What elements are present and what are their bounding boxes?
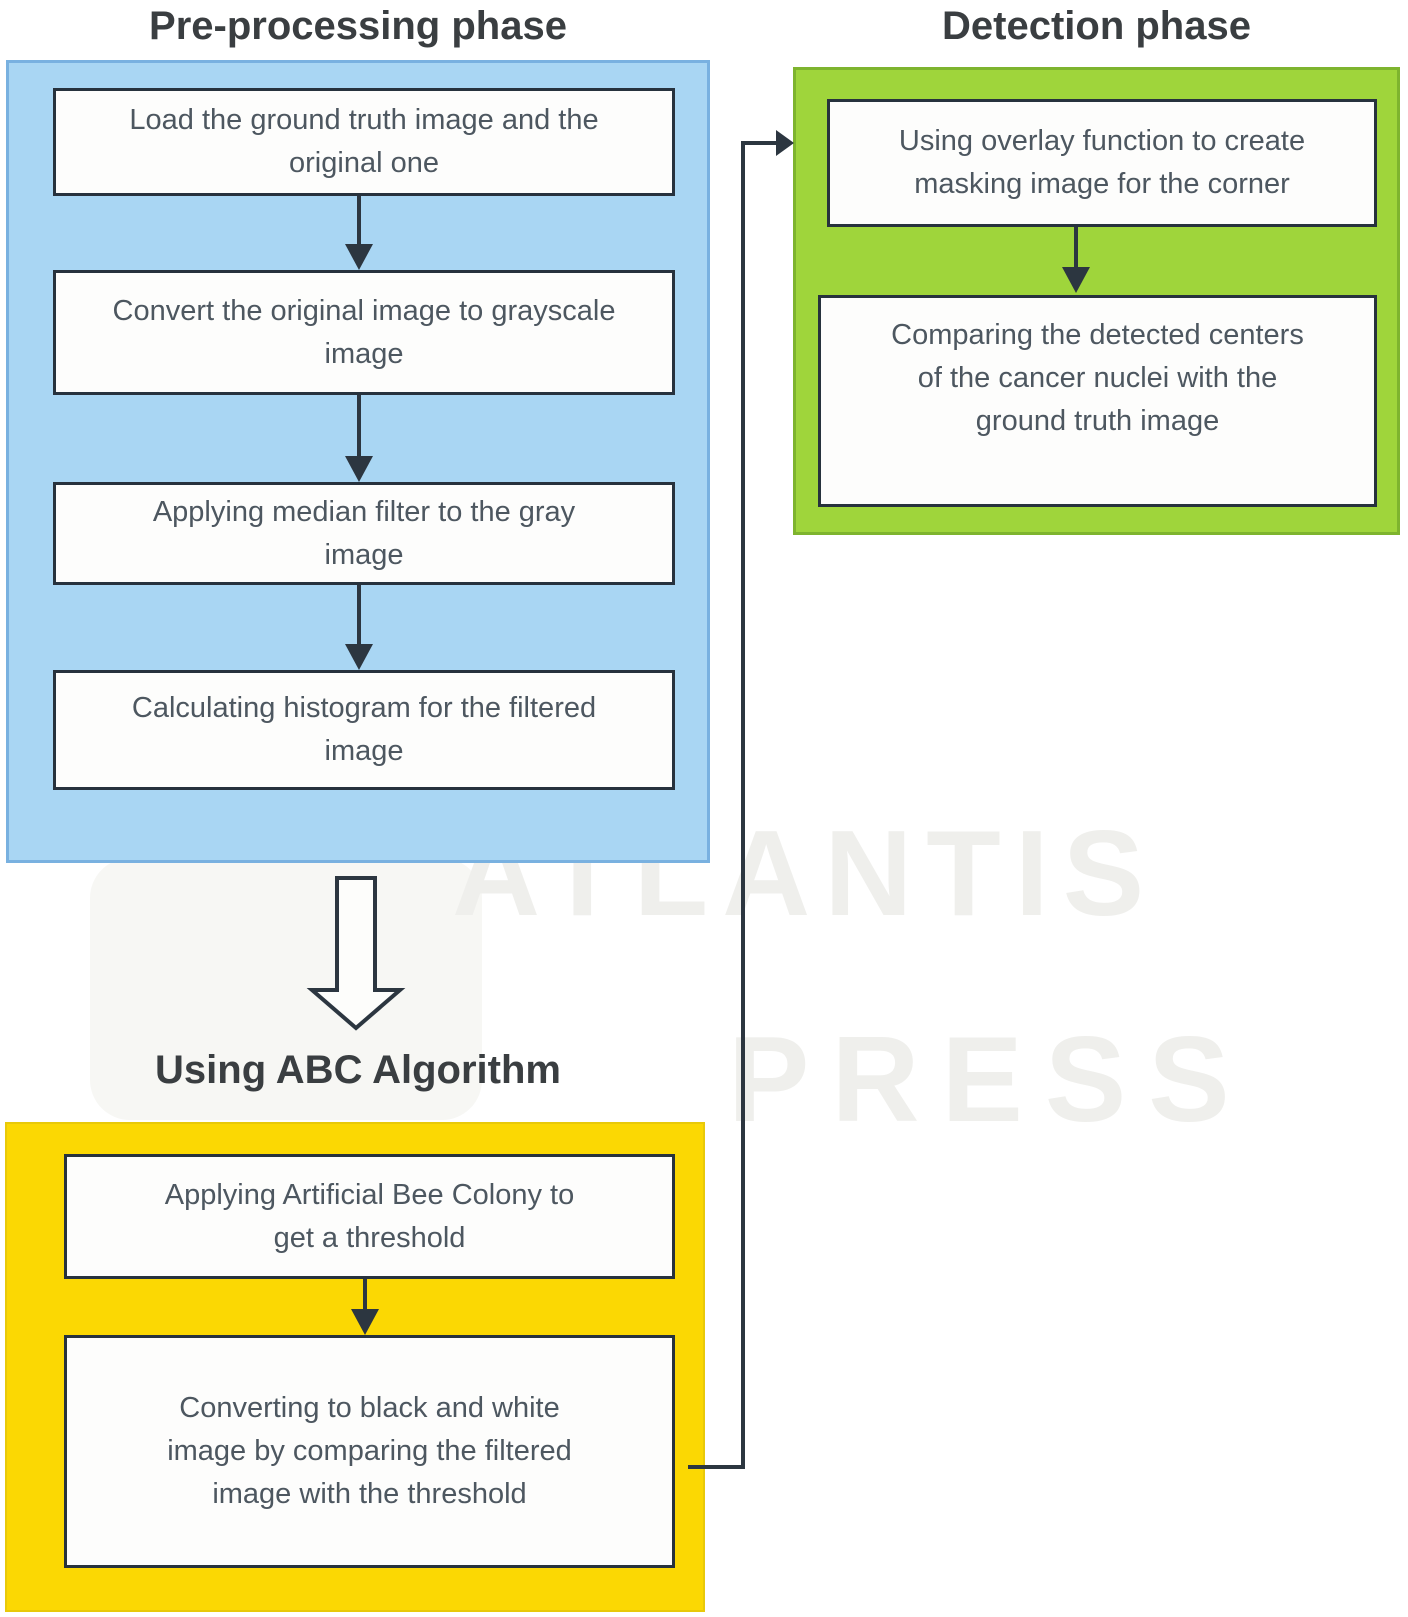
- flow-arrow: [345, 196, 373, 270]
- flow-arrowhead-icon: [345, 244, 373, 270]
- preprocessing-panel: Load the ground truth image and the orig…: [6, 60, 710, 863]
- detection-phase-title: Detection phase: [942, 4, 1251, 48]
- step-text-line: original one: [289, 147, 439, 179]
- step-text-line: Converting to black and white: [179, 1392, 560, 1424]
- step-text-line: Convert the original image to grayscale: [112, 294, 616, 327]
- step-text-line: get a threshold: [273, 1221, 466, 1254]
- flow-arrow-stem: [357, 196, 361, 244]
- connector-arrowhead-icon: [776, 130, 794, 156]
- step-text-line: image with the threshold: [212, 1478, 527, 1510]
- step-text-line: Using overlay function to create: [898, 125, 1306, 157]
- step-box-histogram: Calculating histogram for the filtered i…: [53, 670, 675, 790]
- flow-arrow: [1062, 227, 1090, 293]
- flow-arrowhead-icon: [345, 456, 373, 482]
- step-text-line: Comparing the detected centers: [891, 318, 1304, 351]
- step-box-overlay-masking: Using overlay function to create masking…: [827, 99, 1377, 227]
- preprocessing-phase-title: Pre-processing phase: [149, 4, 567, 48]
- step-text-line: masking image for the corner: [914, 168, 1290, 200]
- step-box-black-white: Converting to black and white image by c…: [64, 1335, 675, 1568]
- abc-algorithm-title: Using ABC Algorithm: [155, 1048, 561, 1092]
- detection-panel: Using overlay function to create masking…: [793, 67, 1400, 535]
- big-down-arrow-icon: [306, 876, 406, 1031]
- watermark-text-press: PRESS: [728, 1011, 1252, 1147]
- step-box-median-filter: Applying median filter to the gray image: [53, 482, 675, 585]
- step-box-bee-colony: Applying Artificial Bee Colony to get a …: [64, 1154, 675, 1279]
- flow-arrow: [345, 585, 373, 670]
- step-text-line: Load the ground truth image and the: [129, 104, 599, 136]
- flow-arrow-stem: [357, 585, 361, 644]
- step-text-line: ground truth image: [975, 404, 1220, 437]
- step-box-convert-grayscale: Convert the original image to grayscale …: [53, 270, 675, 395]
- flow-arrowhead-icon: [345, 644, 373, 670]
- step-text-line: Applying Artificial Bee Colony to: [164, 1178, 575, 1211]
- flow-arrow-stem: [357, 395, 361, 456]
- flow-arrow: [351, 1279, 379, 1335]
- step-text-line: image by comparing the filtered: [167, 1435, 572, 1467]
- step-text-line: image: [324, 538, 404, 571]
- step-text-line: Calculating histogram for the filtered: [131, 692, 597, 724]
- step-text-line: Applying median filter to the gray: [152, 495, 576, 528]
- step-box-load-images: Load the ground truth image and the orig…: [53, 88, 675, 196]
- watermark-logo-blob: [90, 858, 482, 1120]
- flow-arrowhead-icon: [351, 1309, 379, 1335]
- flow-arrow: [345, 395, 373, 482]
- flow-arrowhead-icon: [1062, 267, 1090, 293]
- flow-arrow-stem: [1074, 227, 1078, 267]
- flow-arrow-stem: [363, 1279, 367, 1309]
- step-text-line: image: [324, 735, 404, 767]
- step-text-line: of the cancer nuclei with the: [917, 361, 1278, 394]
- step-box-compare-centers: Comparing the detected centers of the ca…: [818, 295, 1377, 507]
- abc-algorithm-panel: Applying Artificial Bee Colony to get a …: [5, 1122, 705, 1612]
- step-text-line: image: [324, 337, 404, 370]
